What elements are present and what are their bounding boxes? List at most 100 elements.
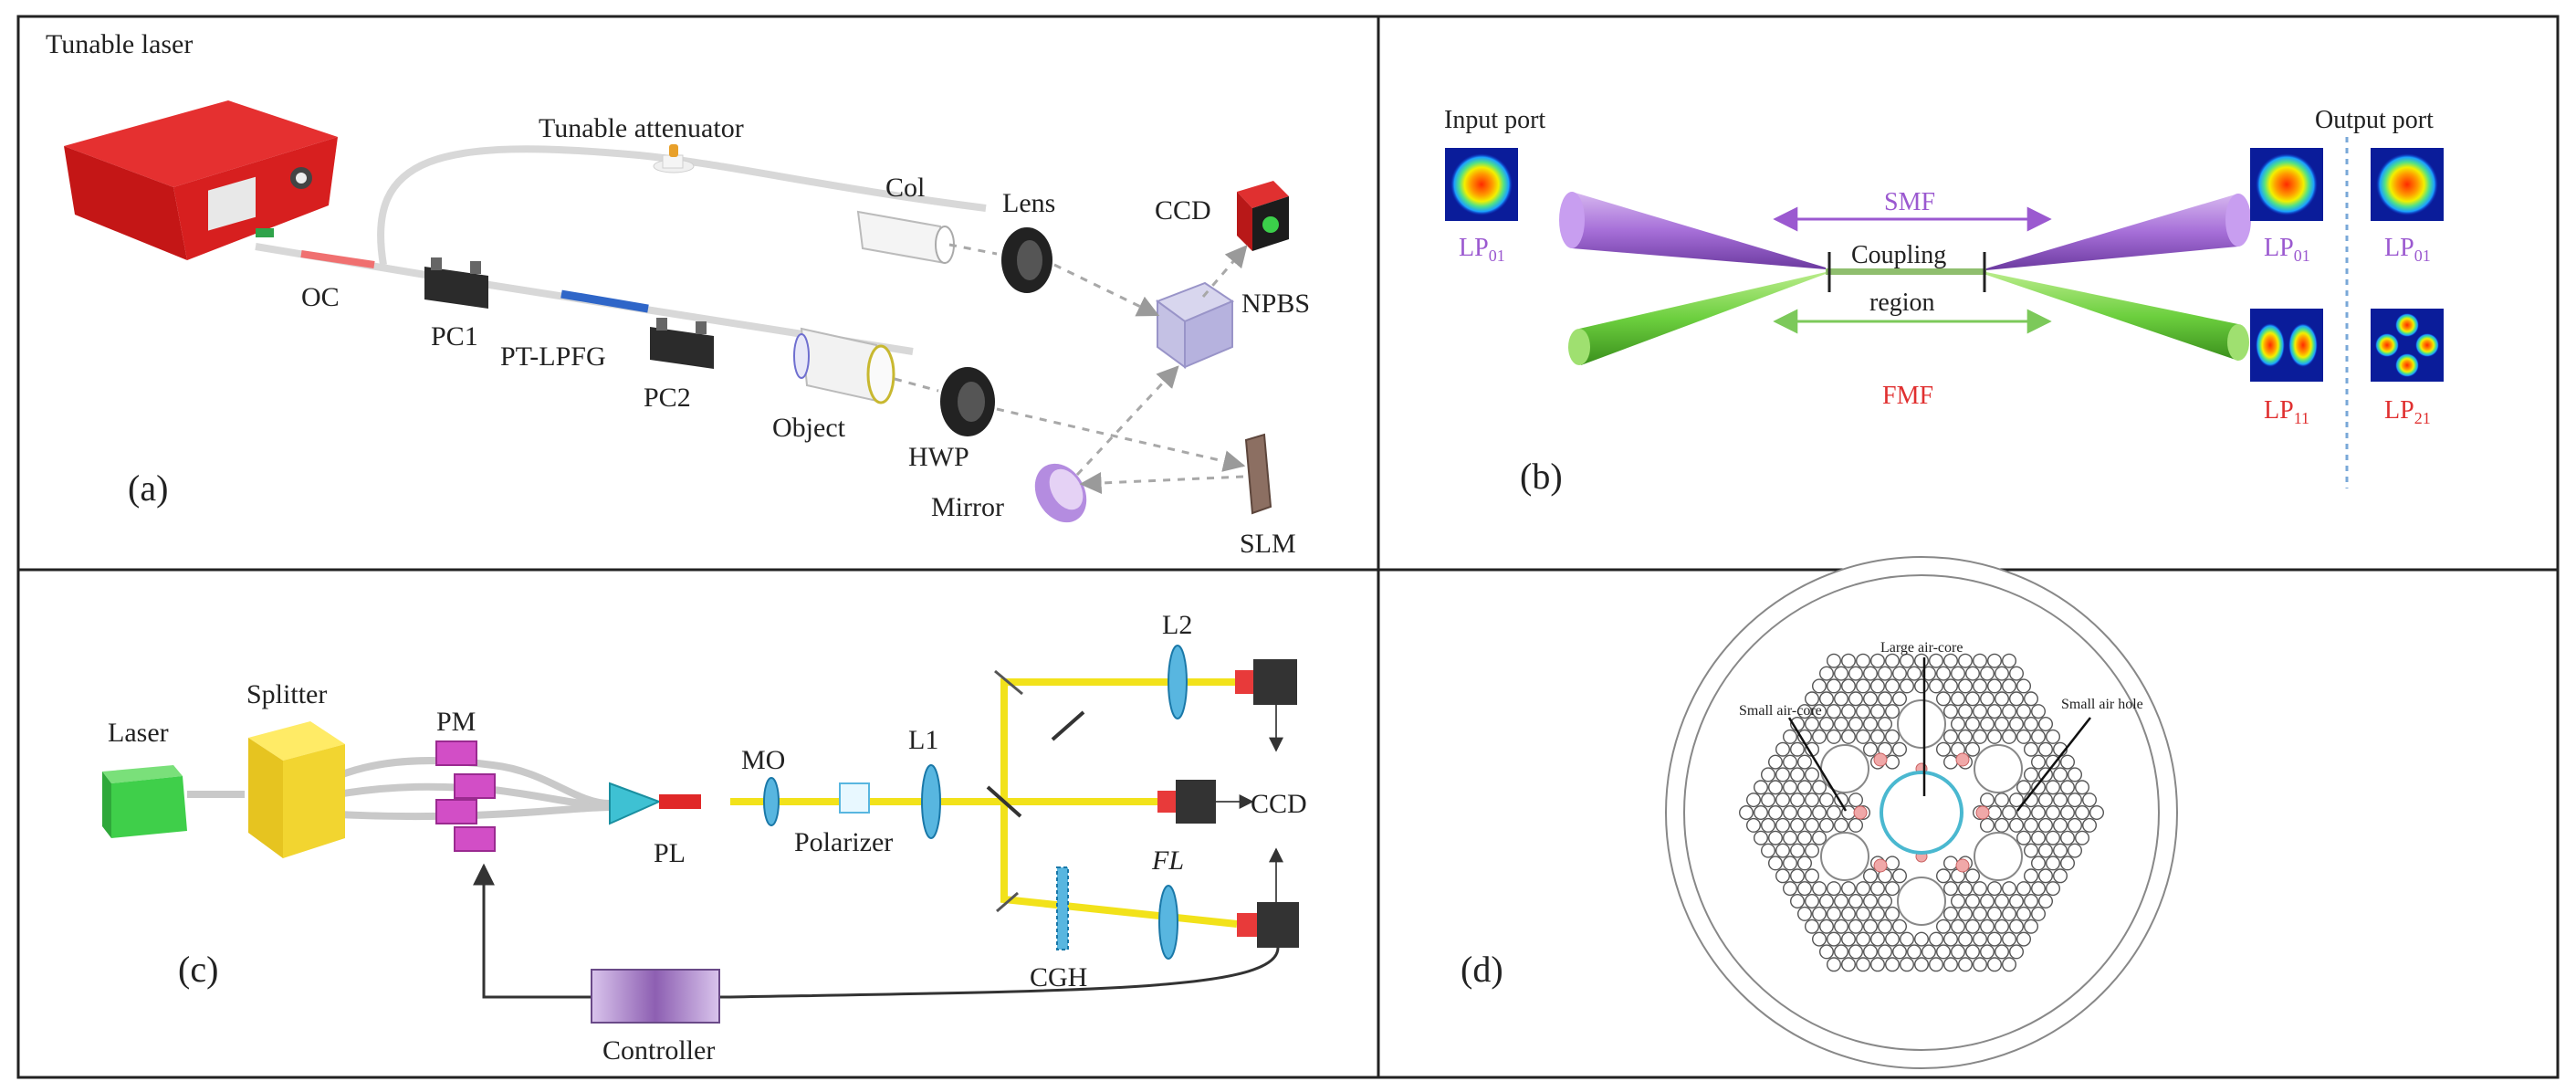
lattice-hole: [1877, 919, 1892, 934]
pm-array: [435, 740, 496, 852]
lattice-hole: [1986, 653, 2002, 668]
lattice-hole: [1840, 653, 1856, 668]
camera-middle: [1157, 780, 1216, 824]
lattice-hole: [1877, 691, 1892, 707]
mode-output-smf-lp01-a: [2250, 148, 2323, 221]
label-smf: SMF: [1884, 188, 1935, 216]
lattice-hole: [1855, 704, 1870, 719]
lattice-hole: [1979, 817, 1995, 833]
lattice-hole: [1833, 919, 1848, 934]
mode-output-smf-lp01-b: [2371, 148, 2444, 221]
lattice-hole: [1767, 754, 1783, 770]
lattice-hole: [2001, 881, 2016, 897]
lattice-hole: [2081, 817, 2097, 833]
lattice-hole: [1869, 906, 1885, 921]
lattice-hole: [1840, 678, 1856, 694]
panel-b-tag: (b): [1520, 456, 1563, 497]
label-tunable-laser: Tunable laser: [46, 29, 193, 59]
label-mirror: Mirror: [931, 492, 1004, 522]
lattice-hole: [1935, 691, 1951, 707]
label-fmf: FMF: [1882, 382, 1933, 410]
lattice-hole: [1986, 678, 2002, 694]
label-laser: Laser: [108, 718, 169, 748]
mirror-a: [1034, 463, 1087, 523]
lattice-hole: [1796, 881, 1812, 897]
label-pc2: PC2: [644, 383, 691, 413]
lattice-hole: [1994, 817, 2009, 833]
lattice-hole: [1848, 944, 1863, 960]
lattice-hole: [2030, 830, 2046, 845]
lattice-hole: [1986, 805, 2002, 821]
lattice-hole: [1891, 741, 1907, 757]
lattice-hole: [1811, 780, 1827, 795]
lattice-hole: [2008, 793, 2024, 808]
lattice-hole: [2037, 741, 2053, 757]
panel-b: Input port Output port Coupling region S…: [1444, 106, 2444, 497]
lattice-hole: [1950, 894, 1965, 909]
mo-lens: [763, 777, 780, 826]
lattice-hole: [1826, 805, 1841, 821]
lattice-hole: [1994, 894, 2009, 909]
ccd-connectors: [1216, 705, 1283, 902]
lattice-hole: [1782, 856, 1797, 871]
lattice-hole: [1884, 754, 1900, 770]
lattice-hole: [2001, 957, 2016, 972]
lattice-hole: [2016, 678, 2031, 694]
lattice-hole: [1942, 931, 1958, 947]
lattice-hole: [2037, 868, 2053, 884]
lattice-hole: [1811, 805, 1827, 821]
lattice-hole: [2023, 919, 2038, 934]
lattice-hole: [2016, 881, 2031, 897]
lattice-hole: [1826, 906, 1841, 921]
label-fl: FL: [1151, 845, 1184, 876]
lattice-hole: [1811, 906, 1827, 921]
lattice-hole: [1972, 729, 1987, 744]
lattice-hole: [1877, 717, 1892, 732]
lattice-hole: [2074, 780, 2089, 795]
pc2-device: [650, 318, 714, 369]
lattice-hole: [1840, 704, 1856, 719]
lattice-hole: [1935, 868, 1951, 884]
lattice-hole: [1818, 793, 1834, 808]
lattice-hole: [1869, 881, 1885, 897]
lattice-hole: [1804, 767, 1819, 782]
hexagonal-lattice: [1738, 653, 2104, 972]
lattice-hole: [1804, 894, 1819, 909]
lens-l2: [1168, 645, 1188, 719]
lattice-hole: [2030, 856, 2046, 871]
label-small-air-hole: Small air hole: [2061, 697, 2143, 712]
label-pl: PL: [654, 838, 686, 868]
lattice-hole: [2001, 653, 2016, 668]
lattice-hole: [2067, 793, 2082, 808]
lattice-hole: [1848, 666, 1863, 681]
lattice-hole: [1855, 906, 1870, 921]
lattice-hole: [1877, 666, 1892, 681]
lattice-hole: [2074, 830, 2089, 845]
small-air-holes: [1853, 752, 1990, 873]
npbs-cube: [1155, 281, 1235, 369]
lattice-hole: [1796, 780, 1812, 795]
lattice-hole: [1986, 729, 2002, 744]
lattice-hole: [1994, 666, 2009, 681]
lattice-hole: [1884, 881, 1900, 897]
lattice-hole: [1767, 805, 1783, 821]
lattice-hole: [1855, 653, 1870, 668]
lattice-hole: [1782, 881, 1797, 897]
label-pt-lpfg: PT-LPFG: [500, 341, 606, 372]
label-input-port: Input port: [1444, 106, 1545, 134]
lattice-hole: [1862, 944, 1878, 960]
lattice-hole: [1833, 944, 1848, 960]
lattice-hole: [1753, 780, 1768, 795]
lattice-hole: [2045, 754, 2060, 770]
lattice-hole: [1950, 666, 1965, 681]
lattice-hole: [1818, 817, 1834, 833]
pt-lpfg-segment: [560, 289, 649, 313]
label-slm: SLM: [1240, 529, 1296, 559]
lattice-hole: [1869, 931, 1885, 947]
mode-label-output-lp01-a: LP01: [2264, 234, 2310, 265]
lattice-hole: [1840, 906, 1856, 921]
lattice-hole: [1869, 729, 1885, 744]
label-ccd: CCD: [1251, 789, 1307, 819]
lattice-hole: [1957, 678, 1973, 694]
lattice-hole: [1935, 666, 1951, 681]
